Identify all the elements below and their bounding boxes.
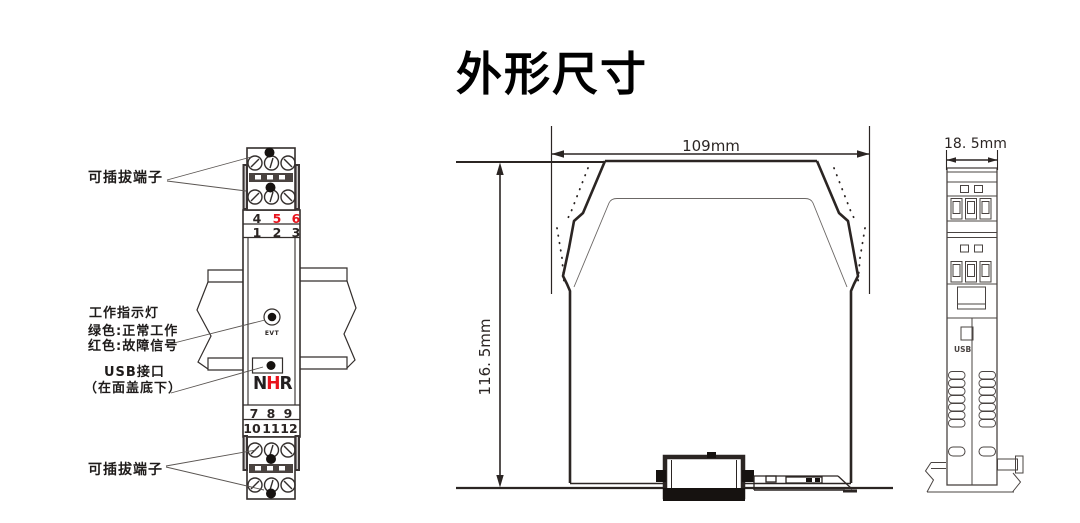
screw-row: [247, 442, 296, 458]
top-terminal-block: [242, 147, 300, 211]
leader-lines: [165, 156, 266, 491]
din-rail-right-break: [300, 267, 357, 370]
terminal-number: 4: [252, 210, 262, 226]
page-title: 外形尺寸: [456, 47, 648, 101]
terminal-slots-top: [950, 198, 992, 220]
width-dimension: [550, 126, 871, 294]
din-clamp-foot: [656, 452, 754, 501]
dotted-contours: [556, 167, 866, 283]
label-usb-location: （在面盖底下）: [84, 381, 183, 396]
logo-letter-r: R: [279, 373, 292, 395]
terminal-number: 12: [280, 420, 298, 436]
label-top-pluggable-terminal: 可插拔端子: [88, 170, 163, 186]
din-rail-left-break: [196, 269, 243, 371]
status-led-icon: [263, 308, 281, 326]
rail-edge-break: [924, 455, 1024, 493]
inner-housing-outline: [573, 198, 848, 288]
logo-letter-n: N: [253, 373, 267, 395]
clip-tab: [957, 286, 986, 310]
left-view-drawing: [165, 147, 357, 500]
usb-side-caption: USB: [954, 345, 972, 354]
height-dimension: [456, 161, 604, 488]
label-bottom-pluggable-terminal: 可插拔端子: [88, 462, 163, 478]
right-view-drawing: [924, 150, 1024, 493]
terminal-number: 1: [252, 224, 262, 240]
middle-view-drawing: [456, 126, 893, 501]
brand-logo: NHR: [253, 373, 293, 395]
module-side-profile: [561, 159, 860, 485]
terminal-pin-dot: [266, 488, 276, 499]
terminal-number: 3: [291, 224, 301, 240]
terminal-pin-dot: [266, 454, 276, 464]
label-indicator-title: 工作指示灯: [89, 306, 160, 321]
terminal-number: 5: [272, 210, 282, 226]
vent-slots: [948, 371, 996, 428]
terminal-number: 2: [272, 224, 282, 240]
usb-port-side-icon: [960, 326, 974, 341]
terminal-number: 6: [291, 210, 301, 226]
terminal-number: 10: [243, 420, 261, 436]
depth-dimension: [945, 150, 999, 170]
height-dimension-label: 116. 5mm: [476, 318, 494, 396]
terminal-slots-bottom: [950, 261, 992, 283]
terminal-number: 9: [283, 406, 293, 421]
terminal-number: 7: [249, 406, 259, 421]
label-usb-port: USB接口: [104, 365, 165, 380]
logo-letter-h: H: [266, 373, 280, 395]
label-indicator-red: 红色:故障信号: [88, 339, 179, 354]
led-caption: EVT: [264, 330, 280, 337]
bottom-terminal-block: [242, 435, 300, 500]
terminal-number: 8: [266, 406, 276, 421]
width-dimension-label: 109mm: [682, 137, 740, 155]
label-indicator-green: 绿色:正常工作: [88, 324, 179, 339]
rail-latch: [753, 475, 857, 493]
terminal-pin-dot: [264, 147, 275, 158]
screw-row: [247, 477, 296, 493]
terminal-pin-dot: [265, 182, 276, 193]
depth-dimension-label: 18. 5mm: [944, 136, 1007, 152]
terminal-number: 11: [262, 420, 280, 436]
usb-port-icon: [251, 357, 284, 374]
